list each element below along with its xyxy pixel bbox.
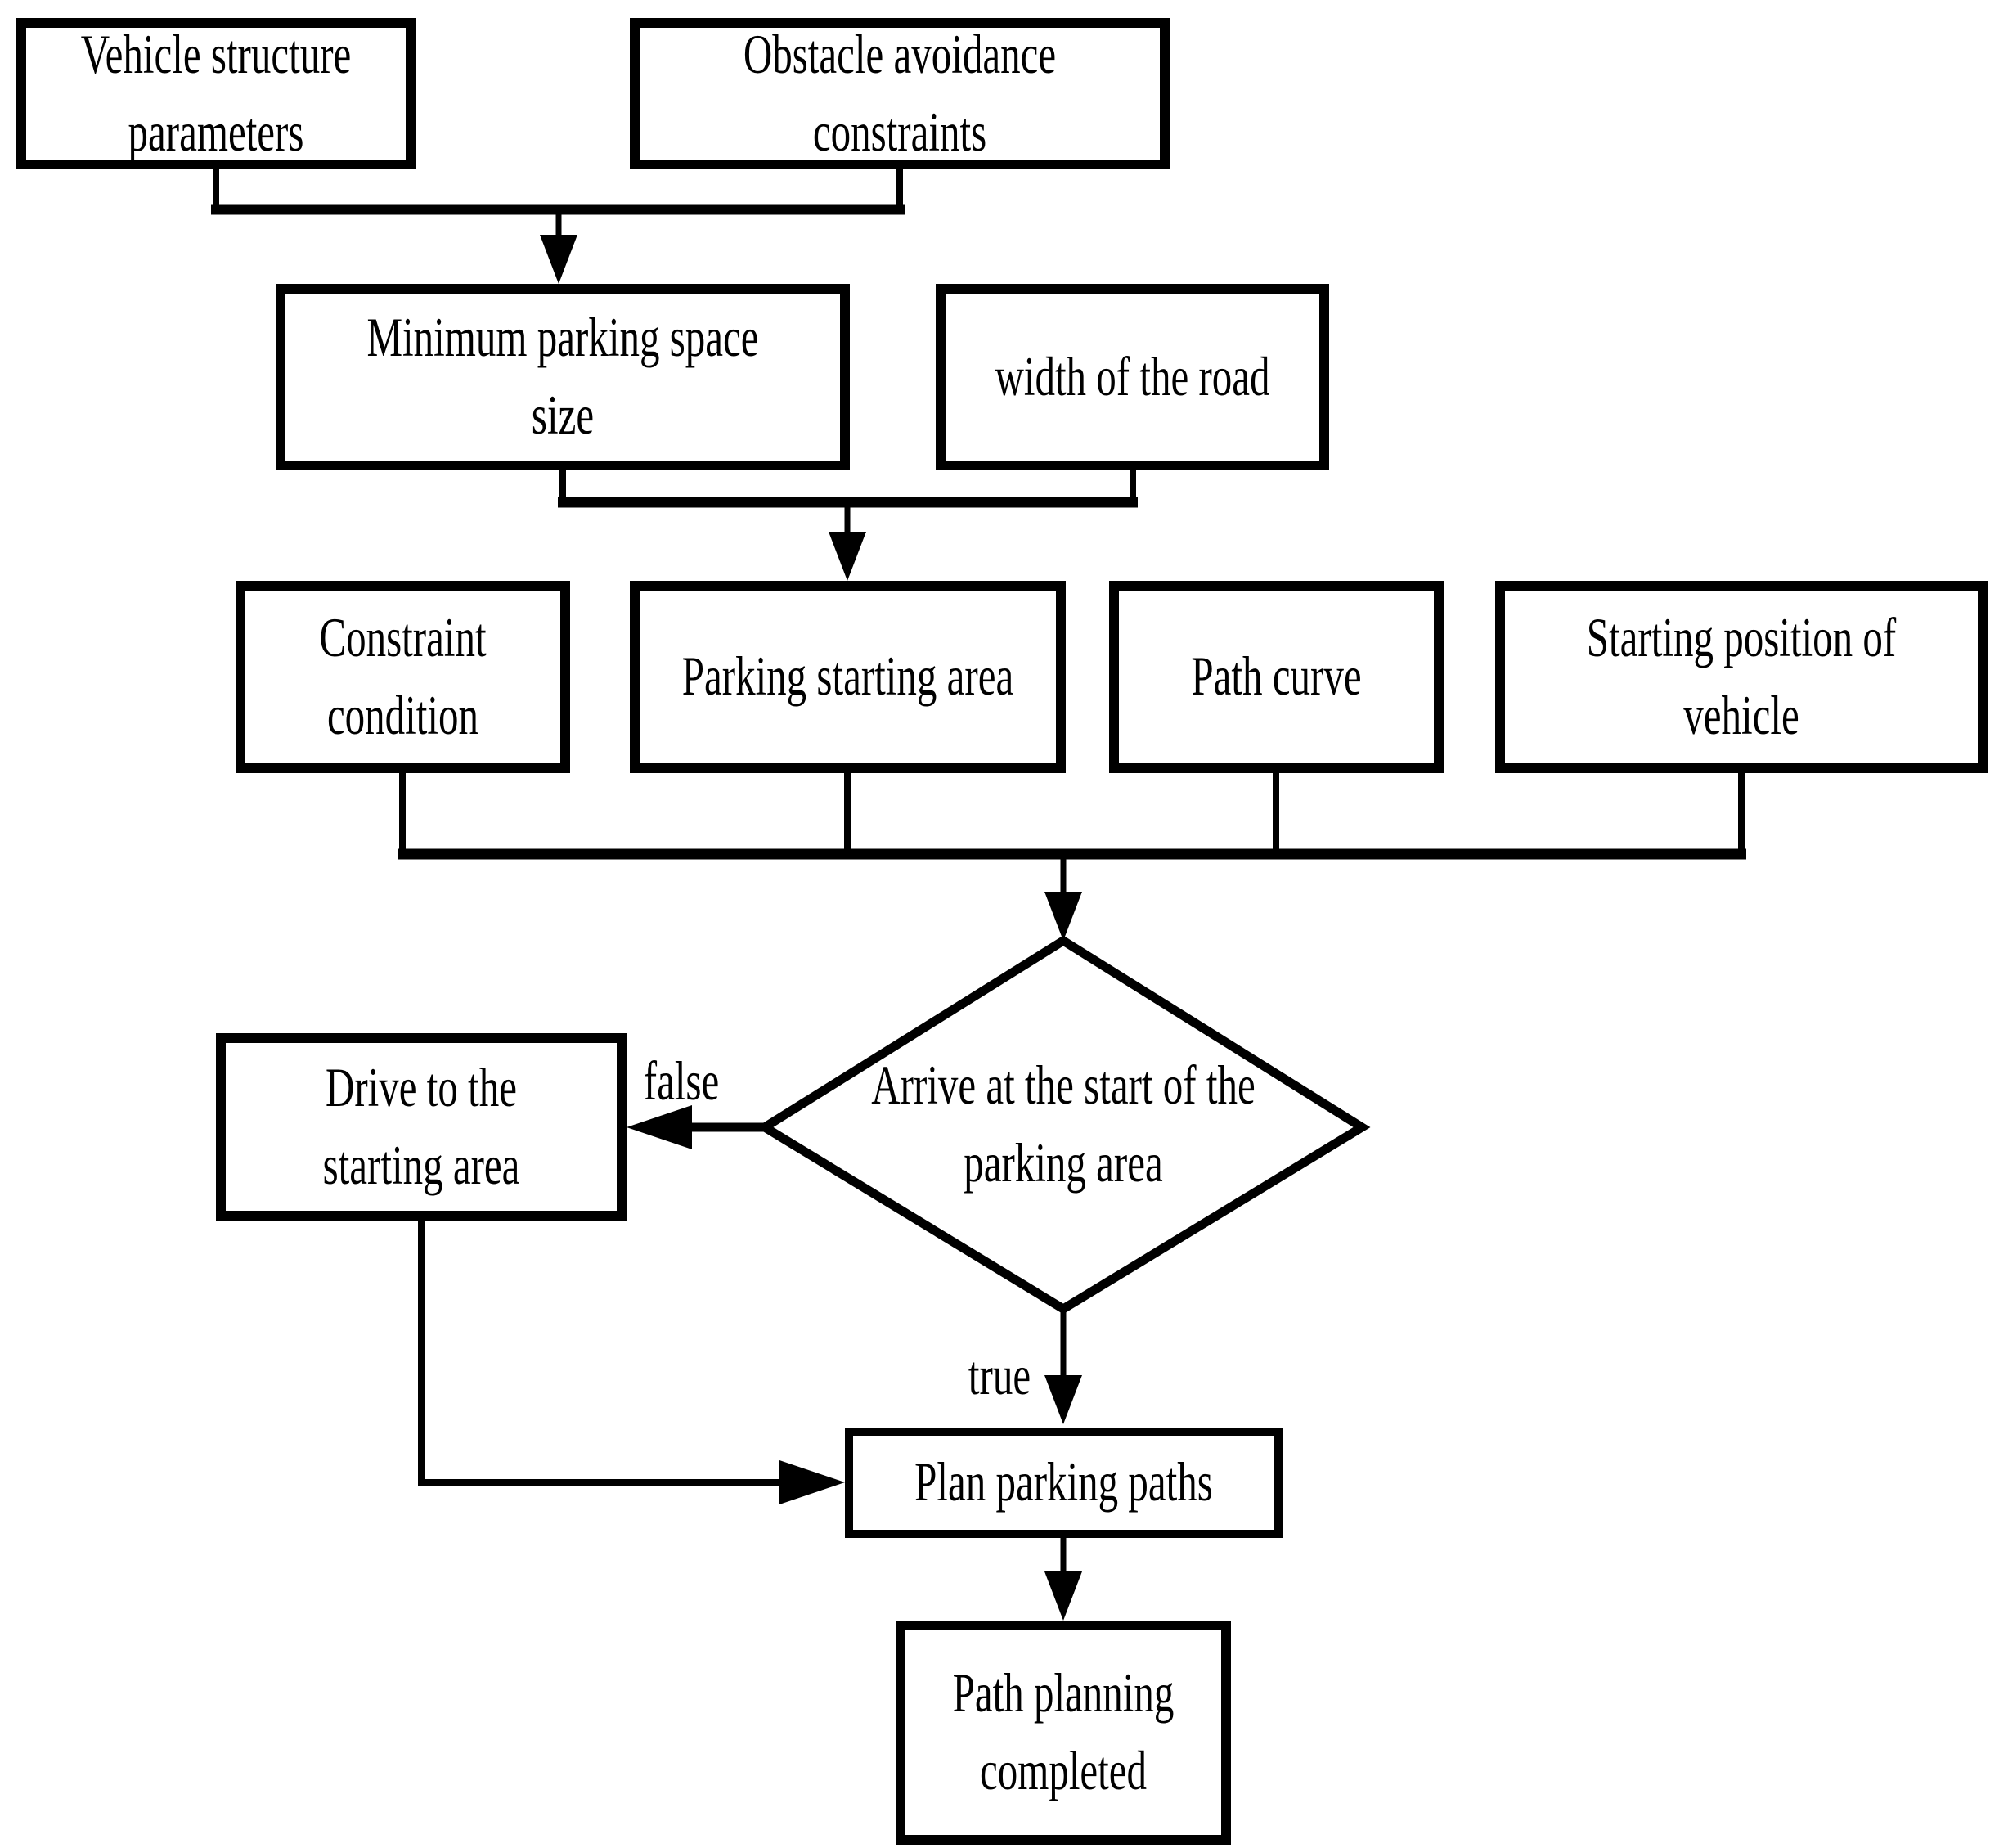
node-label-line: Path planning	[952, 1661, 1175, 1724]
node-label-line: Parking starting area	[681, 645, 1014, 708]
node-width-of-the-road: width of the road	[936, 284, 1329, 470]
node-label-line: Vehicle structure	[80, 23, 352, 86]
node-label-line: constraints	[812, 100, 987, 163]
node-label-line: Drive to the	[325, 1056, 518, 1119]
arrow-to-minimum-parking-space	[540, 209, 577, 284]
arrow-true-to-plan	[1044, 1309, 1082, 1424]
node-label-line: Minimum parking space	[366, 306, 759, 369]
node-label: Vehicle structure parameters	[81, 16, 352, 171]
edge-drive-to-plan	[418, 1221, 845, 1504]
node-label-line: Starting position of	[1586, 606, 1897, 669]
node-label-line: Path curve	[1191, 645, 1362, 708]
node-label: width of the road	[995, 339, 1269, 416]
node-starting-position-of-vehicle: Starting position of vehicle	[1495, 581, 1988, 773]
decision-arrive-at-start-of-parking-area: Arrive at the start of the parking area	[765, 941, 1362, 1309]
decision-label-line: Arrive at the start of the	[871, 1054, 1256, 1117]
node-label-line: Obstacle avoidance	[743, 23, 1057, 86]
node-plan-parking-paths: Plan parking paths	[845, 1428, 1283, 1538]
node-label: Parking starting area	[682, 638, 1013, 716]
decision-label: Arrive at the start of the parking area	[871, 1047, 1255, 1202]
arrow-to-parking-starting-area	[829, 502, 866, 581]
node-label: Drive to the starting area	[323, 1050, 520, 1204]
node-label-line: starting area	[322, 1133, 520, 1196]
node-constraint-condition: Constraint condition	[236, 581, 570, 773]
node-label-line: vehicle	[1683, 683, 1799, 746]
node-label: Constraint condition	[319, 600, 486, 754]
arrow-false-to-drive	[627, 1105, 765, 1149]
node-vehicle-structure-parameters: Vehicle structure parameters	[16, 18, 416, 169]
node-obstacle-avoidance-constraints: Obstacle avoidance constraints	[630, 18, 1170, 169]
node-path-curve: Path curve	[1109, 581, 1444, 773]
node-label: Obstacle avoidance constraints	[743, 16, 1056, 171]
edge-label-false: false	[643, 1049, 720, 1112]
node-label-line: Constraint	[319, 606, 487, 669]
node-label-line: size	[531, 384, 595, 447]
node-parking-starting-area: Parking starting area	[630, 581, 1066, 773]
arrow-to-decision	[1044, 854, 1082, 941]
node-label-line: condition	[326, 683, 479, 746]
node-minimum-parking-space-size: Minimum parking space size	[276, 284, 850, 470]
node-label: Path planning completed	[953, 1655, 1175, 1810]
node-label: Plan parking paths	[914, 1444, 1213, 1522]
arrow-plan-to-completed	[1044, 1538, 1082, 1621]
node-label: Path curve	[1191, 638, 1361, 716]
node-label-line: completed	[979, 1739, 1148, 1802]
node-path-planning-completed: Path planning completed	[896, 1621, 1231, 1845]
node-label: Starting position of vehicle	[1587, 600, 1896, 754]
node-label-line: width of the road	[995, 344, 1270, 407]
node-drive-to-the-starting-area: Drive to the starting area	[216, 1033, 627, 1221]
node-label-line: parameters	[128, 100, 304, 163]
edge-label-true: true	[968, 1343, 1031, 1406]
node-label: Minimum parking space size	[366, 299, 758, 454]
decision-label-line: parking area	[964, 1131, 1163, 1194]
node-label-line: Plan parking paths	[914, 1450, 1213, 1513]
